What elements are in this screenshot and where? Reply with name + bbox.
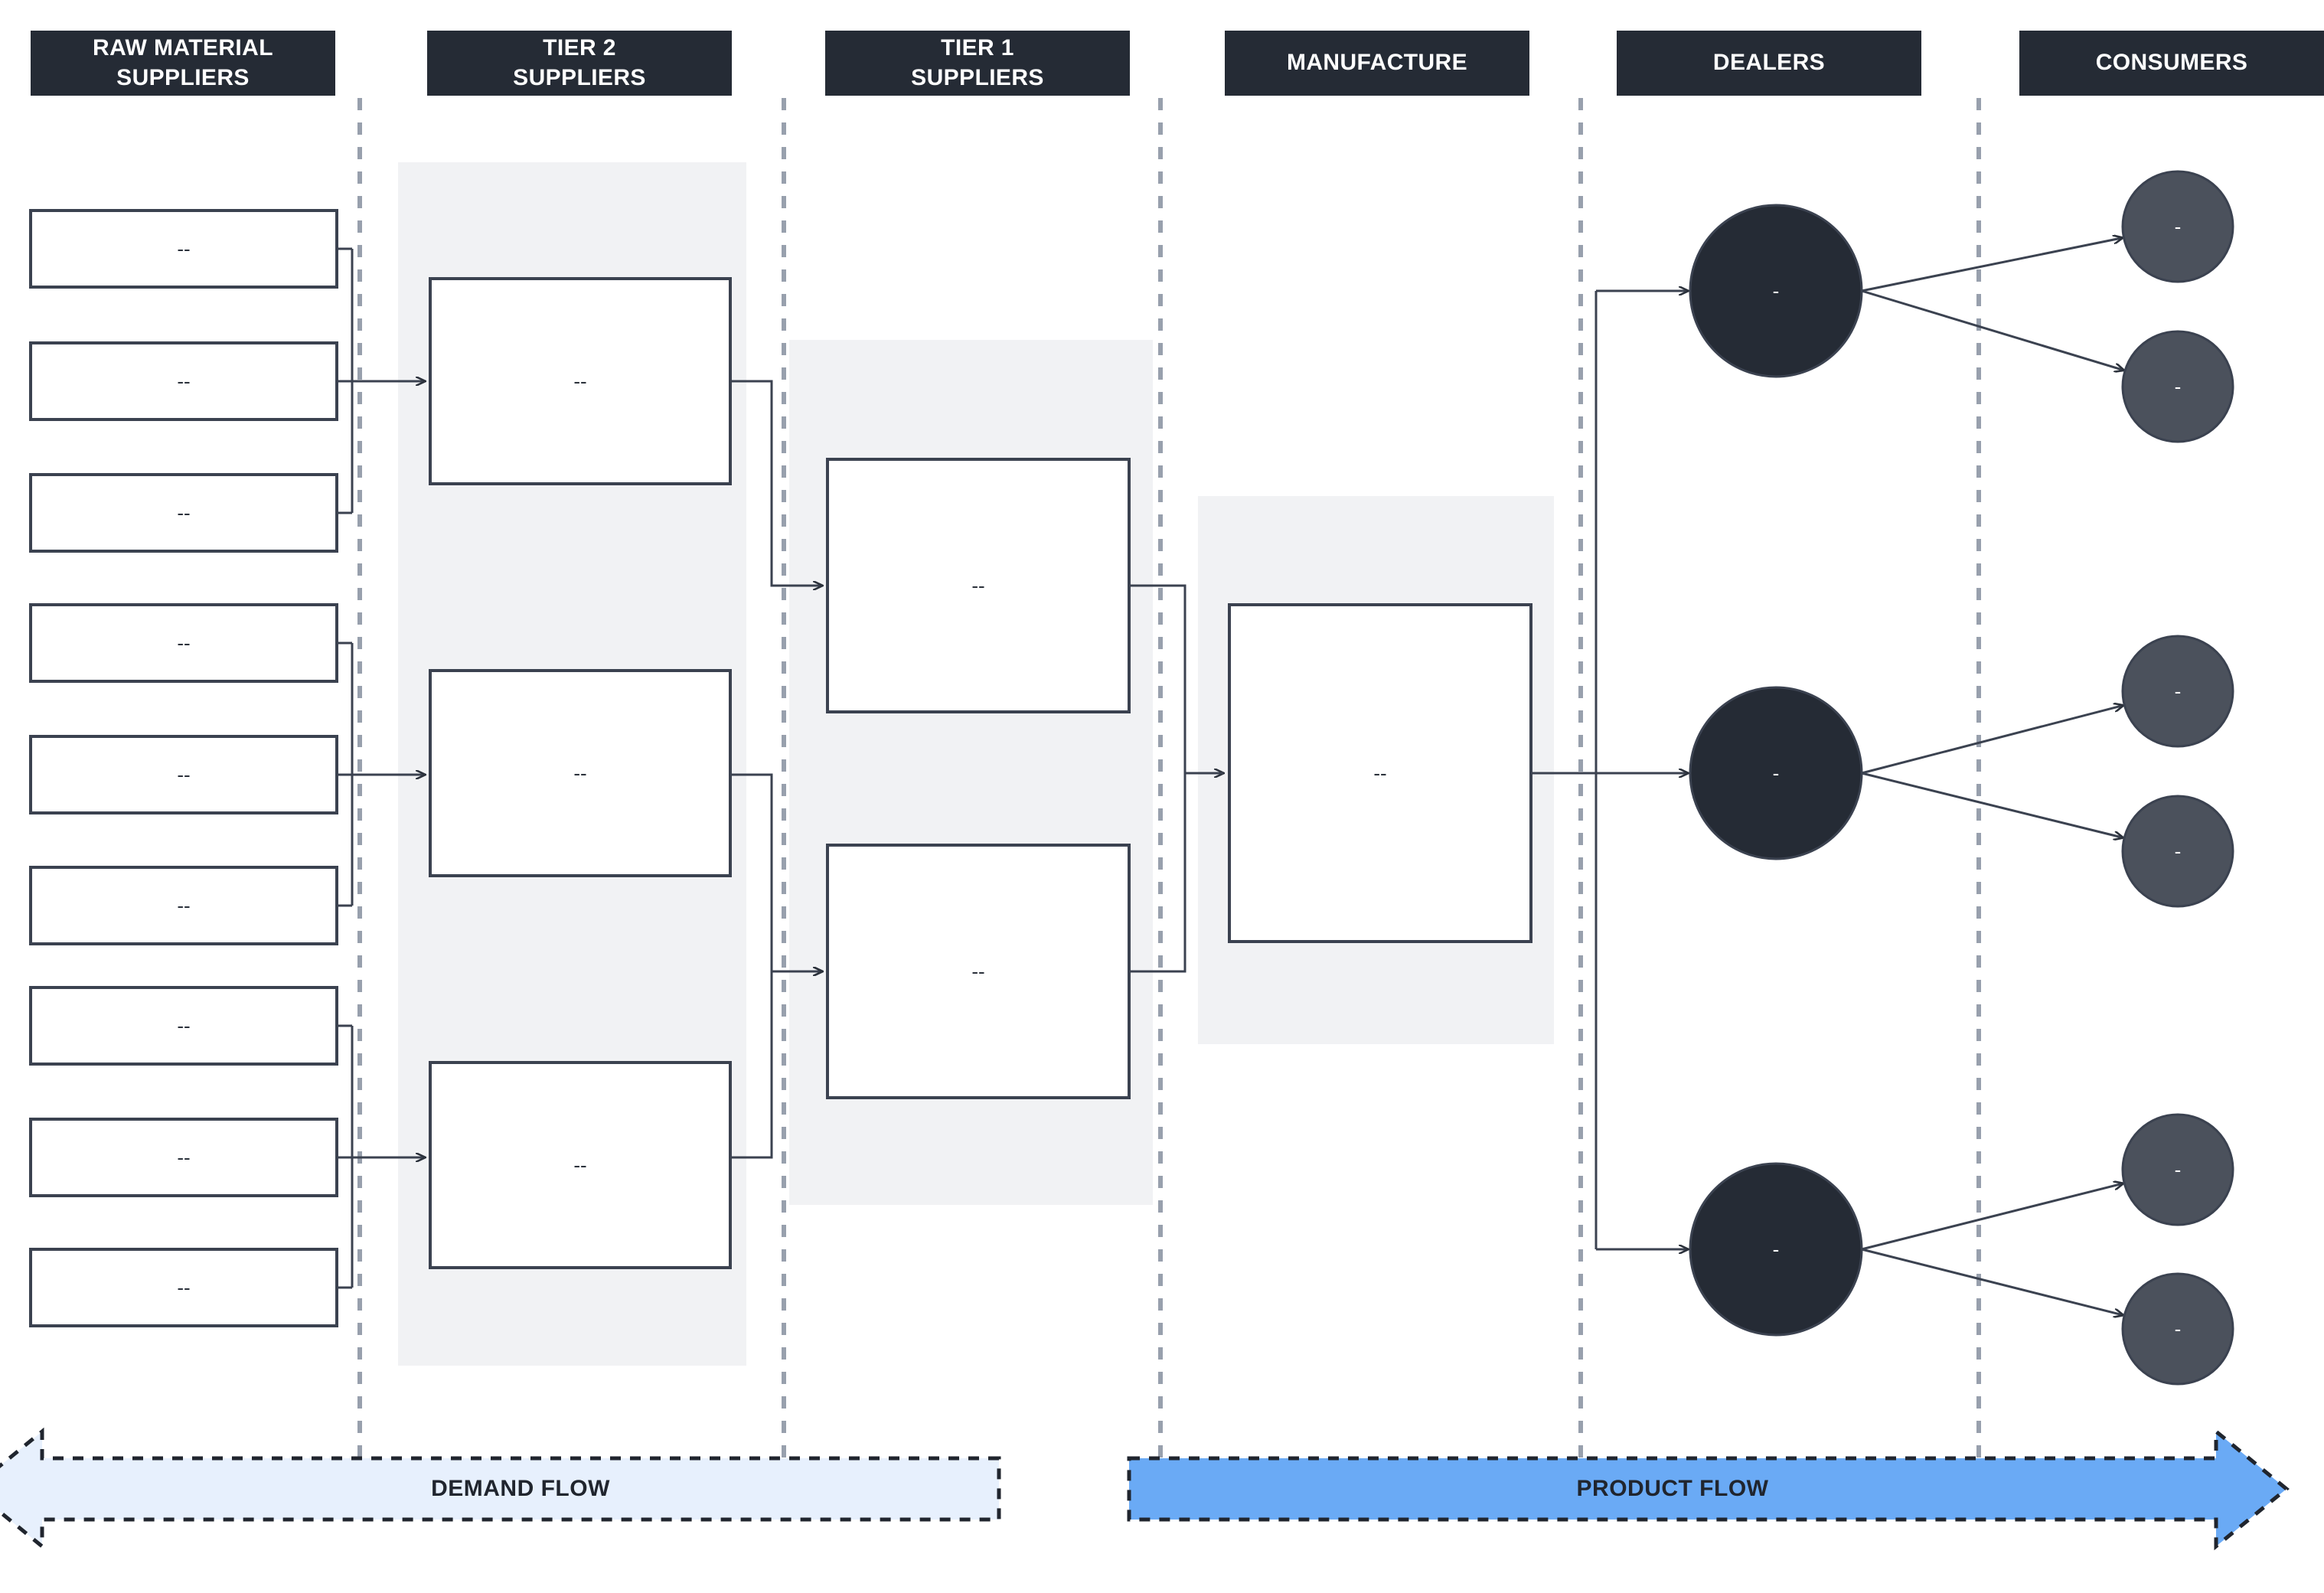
stage-header-line1-tier-2-suppliers: TIER 2 (543, 35, 616, 61)
connector-tier2-to-tier1-3 (730, 971, 822, 1159)
stage-header-label-manufacture: MANUFACTURE (1286, 50, 1468, 76)
dealer-3-circle[interactable] (1689, 1162, 1863, 1337)
connector-dealer-2-to-consumer-2 (1861, 772, 2123, 837)
stage-header-line2-tier-2-suppliers: SUPPLIERS (513, 64, 646, 90)
stage-header-manufacture[interactable]: MANUFACTURE (1225, 31, 1529, 96)
consumer-6-circle[interactable] (2121, 1272, 2234, 1386)
connector-tier2-to-tier1-1 (730, 380, 822, 586)
dealer-2-circle[interactable] (1689, 686, 1863, 860)
consumer-3-circle[interactable] (2121, 635, 2234, 748)
raw-2-box[interactable] (29, 341, 338, 421)
stage-header-line1-raw-material-suppliers: RAW MATERIAL (93, 35, 273, 61)
raw-6-box[interactable] (29, 866, 338, 945)
tier2-3-box[interactable] (429, 1061, 732, 1269)
demand-flow-arrow[interactable] (0, 1427, 1001, 1551)
connector-dealer-3-to-consumer-2 (1861, 1248, 2123, 1315)
tier1-2-box[interactable] (826, 844, 1131, 1099)
stage-header-label-consumers: CONSUMERS (2095, 50, 2248, 76)
raw-5-box[interactable] (29, 735, 338, 814)
tier2-1-box[interactable] (429, 277, 732, 485)
consumer-5-circle[interactable] (2121, 1113, 2234, 1226)
consumer-4-circle[interactable] (2121, 795, 2234, 908)
stage-header-consumers[interactable]: CONSUMERS (2019, 31, 2324, 96)
stage-header-tier-1-suppliers[interactable]: TIER 1 SUPPLIERS (825, 31, 1130, 96)
stage-header-tier-2-suppliers[interactable]: TIER 2 SUPPLIERS (427, 31, 732, 96)
consumer-1-circle[interactable] (2121, 170, 2234, 283)
stage-header-dealers[interactable]: DEALERS (1617, 31, 1921, 96)
stage-header-raw-material-suppliers[interactable]: RAW MATERIAL SUPPLIERS (31, 31, 335, 96)
stage-header-line2-raw-material-suppliers: SUPPLIERS (116, 64, 250, 90)
raw-7-box[interactable] (29, 986, 338, 1066)
tier2-2-box[interactable] (429, 669, 732, 877)
stage-header-line1-tier-1-suppliers: TIER 1 (941, 35, 1014, 61)
consumer-2-circle[interactable] (2121, 330, 2234, 443)
stage-header-label-dealers: DEALERS (1712, 50, 1826, 76)
raw-1-box[interactable] (29, 209, 338, 289)
connector-dealer-2-to-consumer-1 (1861, 706, 2123, 775)
stage-header-label-tier-2-suppliers: TIER 2 SUPPLIERS (513, 34, 646, 93)
manufacture-1-box[interactable] (1228, 603, 1532, 943)
raw-8-box[interactable] (29, 1118, 338, 1197)
dealer-1-circle[interactable] (1689, 204, 1863, 378)
stage-header-label-tier-1-suppliers: TIER 1 SUPPLIERS (911, 34, 1044, 93)
product-flow-arrow[interactable] (1127, 1427, 2290, 1551)
stage-header-line2-tier-1-suppliers: SUPPLIERS (911, 64, 1044, 90)
tier1-1-box[interactable] (826, 458, 1131, 713)
raw-3-box[interactable] (29, 473, 338, 553)
connector-dealer-1-to-consumer-2 (1861, 289, 2123, 371)
connector-dealer-3-to-consumer-1 (1861, 1183, 2123, 1251)
raw-9-box[interactable] (29, 1248, 338, 1327)
stage-header-label-raw-material-suppliers: RAW MATERIAL SUPPLIERS (93, 34, 273, 93)
connector-tier1-to-manufacture-2 (1129, 772, 1223, 973)
raw-4-box[interactable] (29, 603, 338, 683)
connector-dealer-1-to-consumer-1 (1861, 238, 2122, 292)
